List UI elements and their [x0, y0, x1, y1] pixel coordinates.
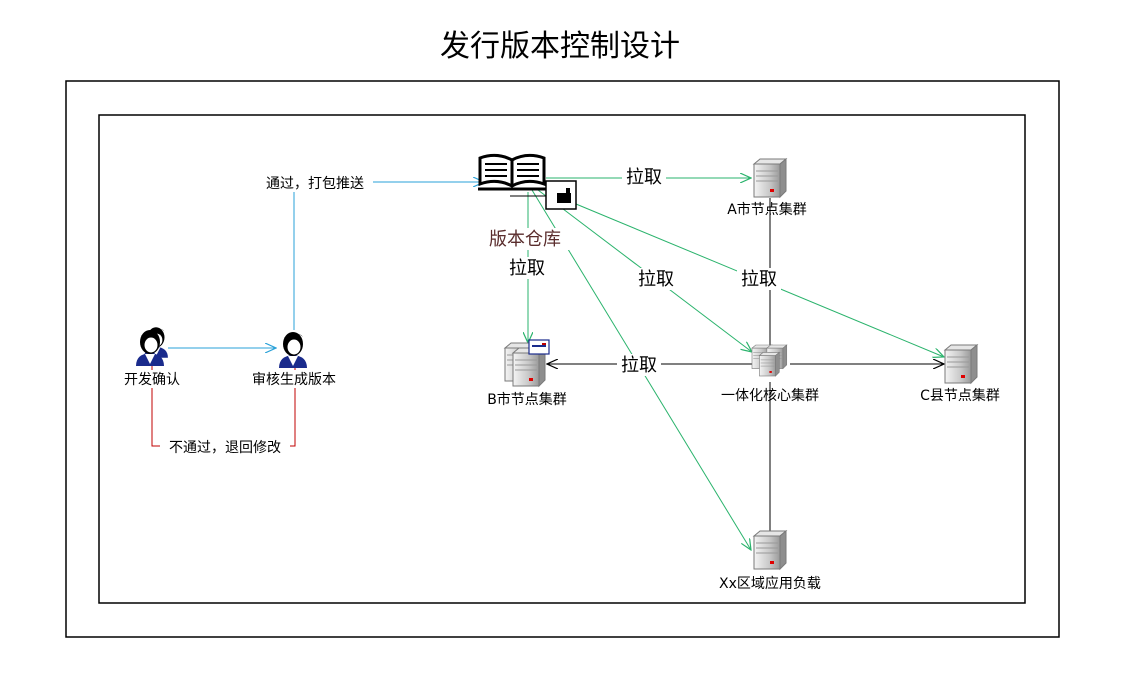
- server-icon: [751, 344, 788, 377]
- c-cluster-label: C县节点集群: [920, 387, 1000, 404]
- xx-app-node: Xx区域应用负载: [719, 530, 821, 592]
- monitor-icon: [528, 339, 550, 355]
- edge-label-pull-a: 拉取: [626, 167, 662, 188]
- book-icon: [478, 153, 546, 191]
- c-cluster-node: C县节点集群: [920, 344, 1000, 404]
- core-cluster-node: 一体化核心集群: [721, 344, 819, 404]
- person-icon: [279, 332, 307, 368]
- edge-label-reject-modify: 不通过，退回修改: [169, 440, 281, 456]
- inner-frame: [98, 114, 1026, 604]
- repo-label: 版本仓库: [489, 229, 561, 250]
- edge-label-pull-c: 拉取: [741, 269, 777, 290]
- b-cluster-label: B市节点集群: [487, 391, 567, 408]
- b-cluster-node: B市节点集群: [487, 339, 567, 408]
- page-title: 发行版本控制设计: [440, 29, 680, 64]
- dev-label: 开发确认: [124, 372, 180, 388]
- edge-label-pull-core: 拉取: [638, 269, 674, 290]
- review-label: 审核生成版本: [252, 372, 336, 388]
- edge-label-pull-xx: 拉取: [621, 355, 657, 376]
- edge-reject-loop: [151, 355, 296, 447]
- server-icon: [944, 344, 978, 384]
- edge-label-pull-b: 拉取: [509, 258, 545, 279]
- edge-review-to-repo: [293, 182, 484, 330]
- repo-node: 版本仓库: [478, 153, 577, 250]
- review-node: 审核生成版本: [244, 332, 344, 388]
- a-cluster-node: A市节点集群: [727, 158, 807, 218]
- edge-label-pass-push: 通过，打包推送: [266, 175, 364, 192]
- outer-frame: [65, 80, 1060, 638]
- xx-app-label: Xx区域应用负载: [719, 575, 821, 592]
- dev-node: 开发确认: [116, 327, 188, 388]
- a-cluster-label: A市节点集群: [727, 201, 807, 218]
- core-cluster-label: 一体化核心集群: [721, 387, 819, 404]
- server-icon: [753, 530, 787, 570]
- person-icon: [136, 327, 168, 366]
- printer-icon: [510, 180, 577, 210]
- server-icon: [753, 158, 787, 198]
